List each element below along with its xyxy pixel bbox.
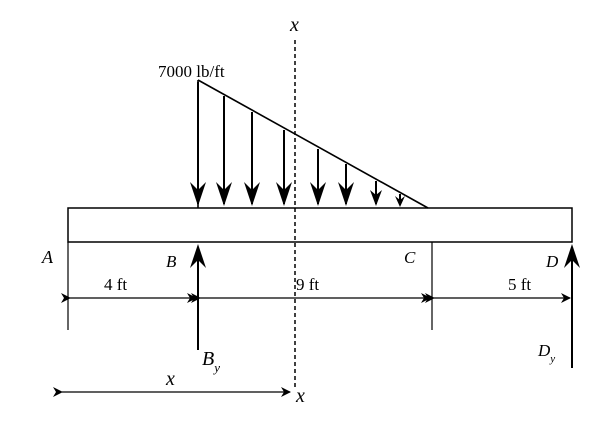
load-arrow (310, 149, 326, 206)
point-label-c: C (404, 248, 416, 267)
point-label-a: A (41, 247, 54, 267)
dim-label-bc: 9 ft (296, 275, 319, 294)
load-arrow (216, 96, 232, 206)
reaction-label-by-main: B (202, 348, 214, 370)
reaction-label-dy-sub: y (549, 353, 555, 365)
dimension-lines (53, 293, 571, 397)
load-arrow (244, 112, 260, 206)
reaction-label-by: By (202, 348, 220, 375)
beam (67, 207, 573, 243)
dim-label-ab: 4 ft (104, 275, 127, 294)
dim-label-x: x (165, 368, 175, 390)
load-arrow (190, 82, 206, 206)
load-arrow (338, 164, 354, 206)
section-label-bottom: x (295, 385, 305, 407)
load-arrow (395, 194, 405, 207)
dim-label-cd: 5 ft (508, 275, 531, 294)
load-arrow (276, 130, 292, 206)
point-label-d: D (545, 252, 559, 271)
load-arrow (370, 181, 382, 206)
reaction-label-dy: Dy (537, 341, 555, 365)
extension-lines (67, 242, 433, 330)
point-label-b: B (166, 252, 177, 271)
load-label: 7000 lb/ft (158, 62, 225, 81)
reaction-label-by-sub: y (212, 360, 220, 375)
section-label-top: x (289, 14, 299, 36)
load-arrows (190, 82, 405, 207)
reaction-label-dy-main: D (537, 341, 551, 360)
reaction-arrow-d (564, 244, 580, 368)
reaction-arrow-b (190, 244, 206, 350)
